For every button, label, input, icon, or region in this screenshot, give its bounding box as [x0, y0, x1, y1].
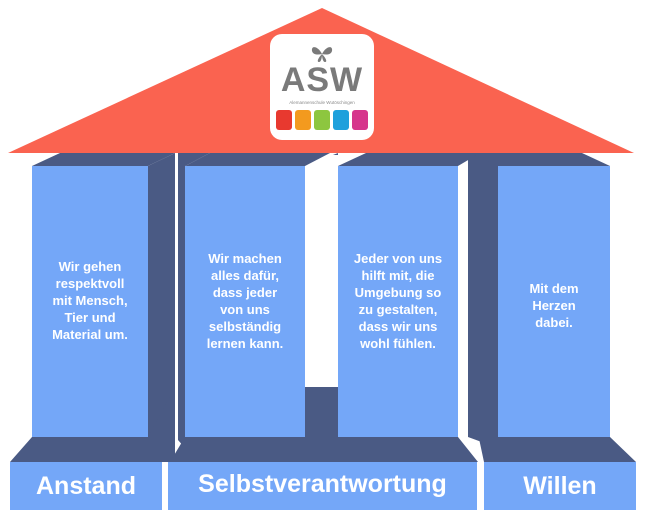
- base-front-2: [168, 462, 477, 510]
- pillar-text-4: Mit dem Herzen dabei.: [529, 281, 579, 330]
- logo-bar-red: [276, 110, 292, 130]
- base-top-3: [468, 387, 636, 462]
- base-front-3: [484, 462, 636, 510]
- pillar-front-2: [185, 166, 305, 448]
- logo-bar-pink: [352, 110, 368, 130]
- pillar-side-2: [178, 153, 210, 448]
- pillar-text-3: Jeder von uns hilft mit, die Umgebung so…: [353, 251, 443, 351]
- base-fronts: [10, 462, 636, 510]
- pillar-front-1: [32, 166, 148, 448]
- butterfly-icon: [311, 47, 333, 62]
- base-top-2: [170, 387, 478, 462]
- base-label-selbstverantwortung: Selbstverantwortung: [198, 470, 447, 498]
- pillar-side-1: [148, 153, 175, 448]
- base-label-anstand: Anstand: [36, 472, 136, 500]
- pillar-top-3: [338, 153, 480, 166]
- logo-subtitle: Alemannenschule Wutöschingen: [289, 100, 355, 105]
- pillar-top-4: [470, 153, 610, 166]
- pillar-front-4: [498, 166, 610, 448]
- base-tops: [10, 387, 636, 462]
- pillar-fronts: [32, 166, 610, 448]
- pillar-top-1: [32, 153, 175, 166]
- pillar-tops: [32, 153, 610, 166]
- base-front-1: [10, 462, 162, 510]
- pillar-front-3: [338, 166, 458, 448]
- logo-bar-orange: [295, 110, 311, 130]
- logo: ASW Alemannenschule Wutöschingen: [270, 34, 374, 140]
- gap-wall-left: [303, 155, 339, 387]
- logo-bar-green: [314, 110, 330, 130]
- pillar-top-2: [185, 153, 330, 166]
- base-label-willen: Willen: [523, 472, 597, 500]
- pillar-text-1: Wir gehen respektvoll mit Mensch, Tier u…: [52, 259, 128, 342]
- logo-text: ASW: [280, 61, 364, 99]
- pillar-side-4: [468, 153, 498, 448]
- base-top-1: [10, 387, 175, 462]
- pillar-text-2: Wir machen alles dafür, dass jeder von u…: [206, 251, 284, 351]
- logo-bar-blue: [333, 110, 349, 130]
